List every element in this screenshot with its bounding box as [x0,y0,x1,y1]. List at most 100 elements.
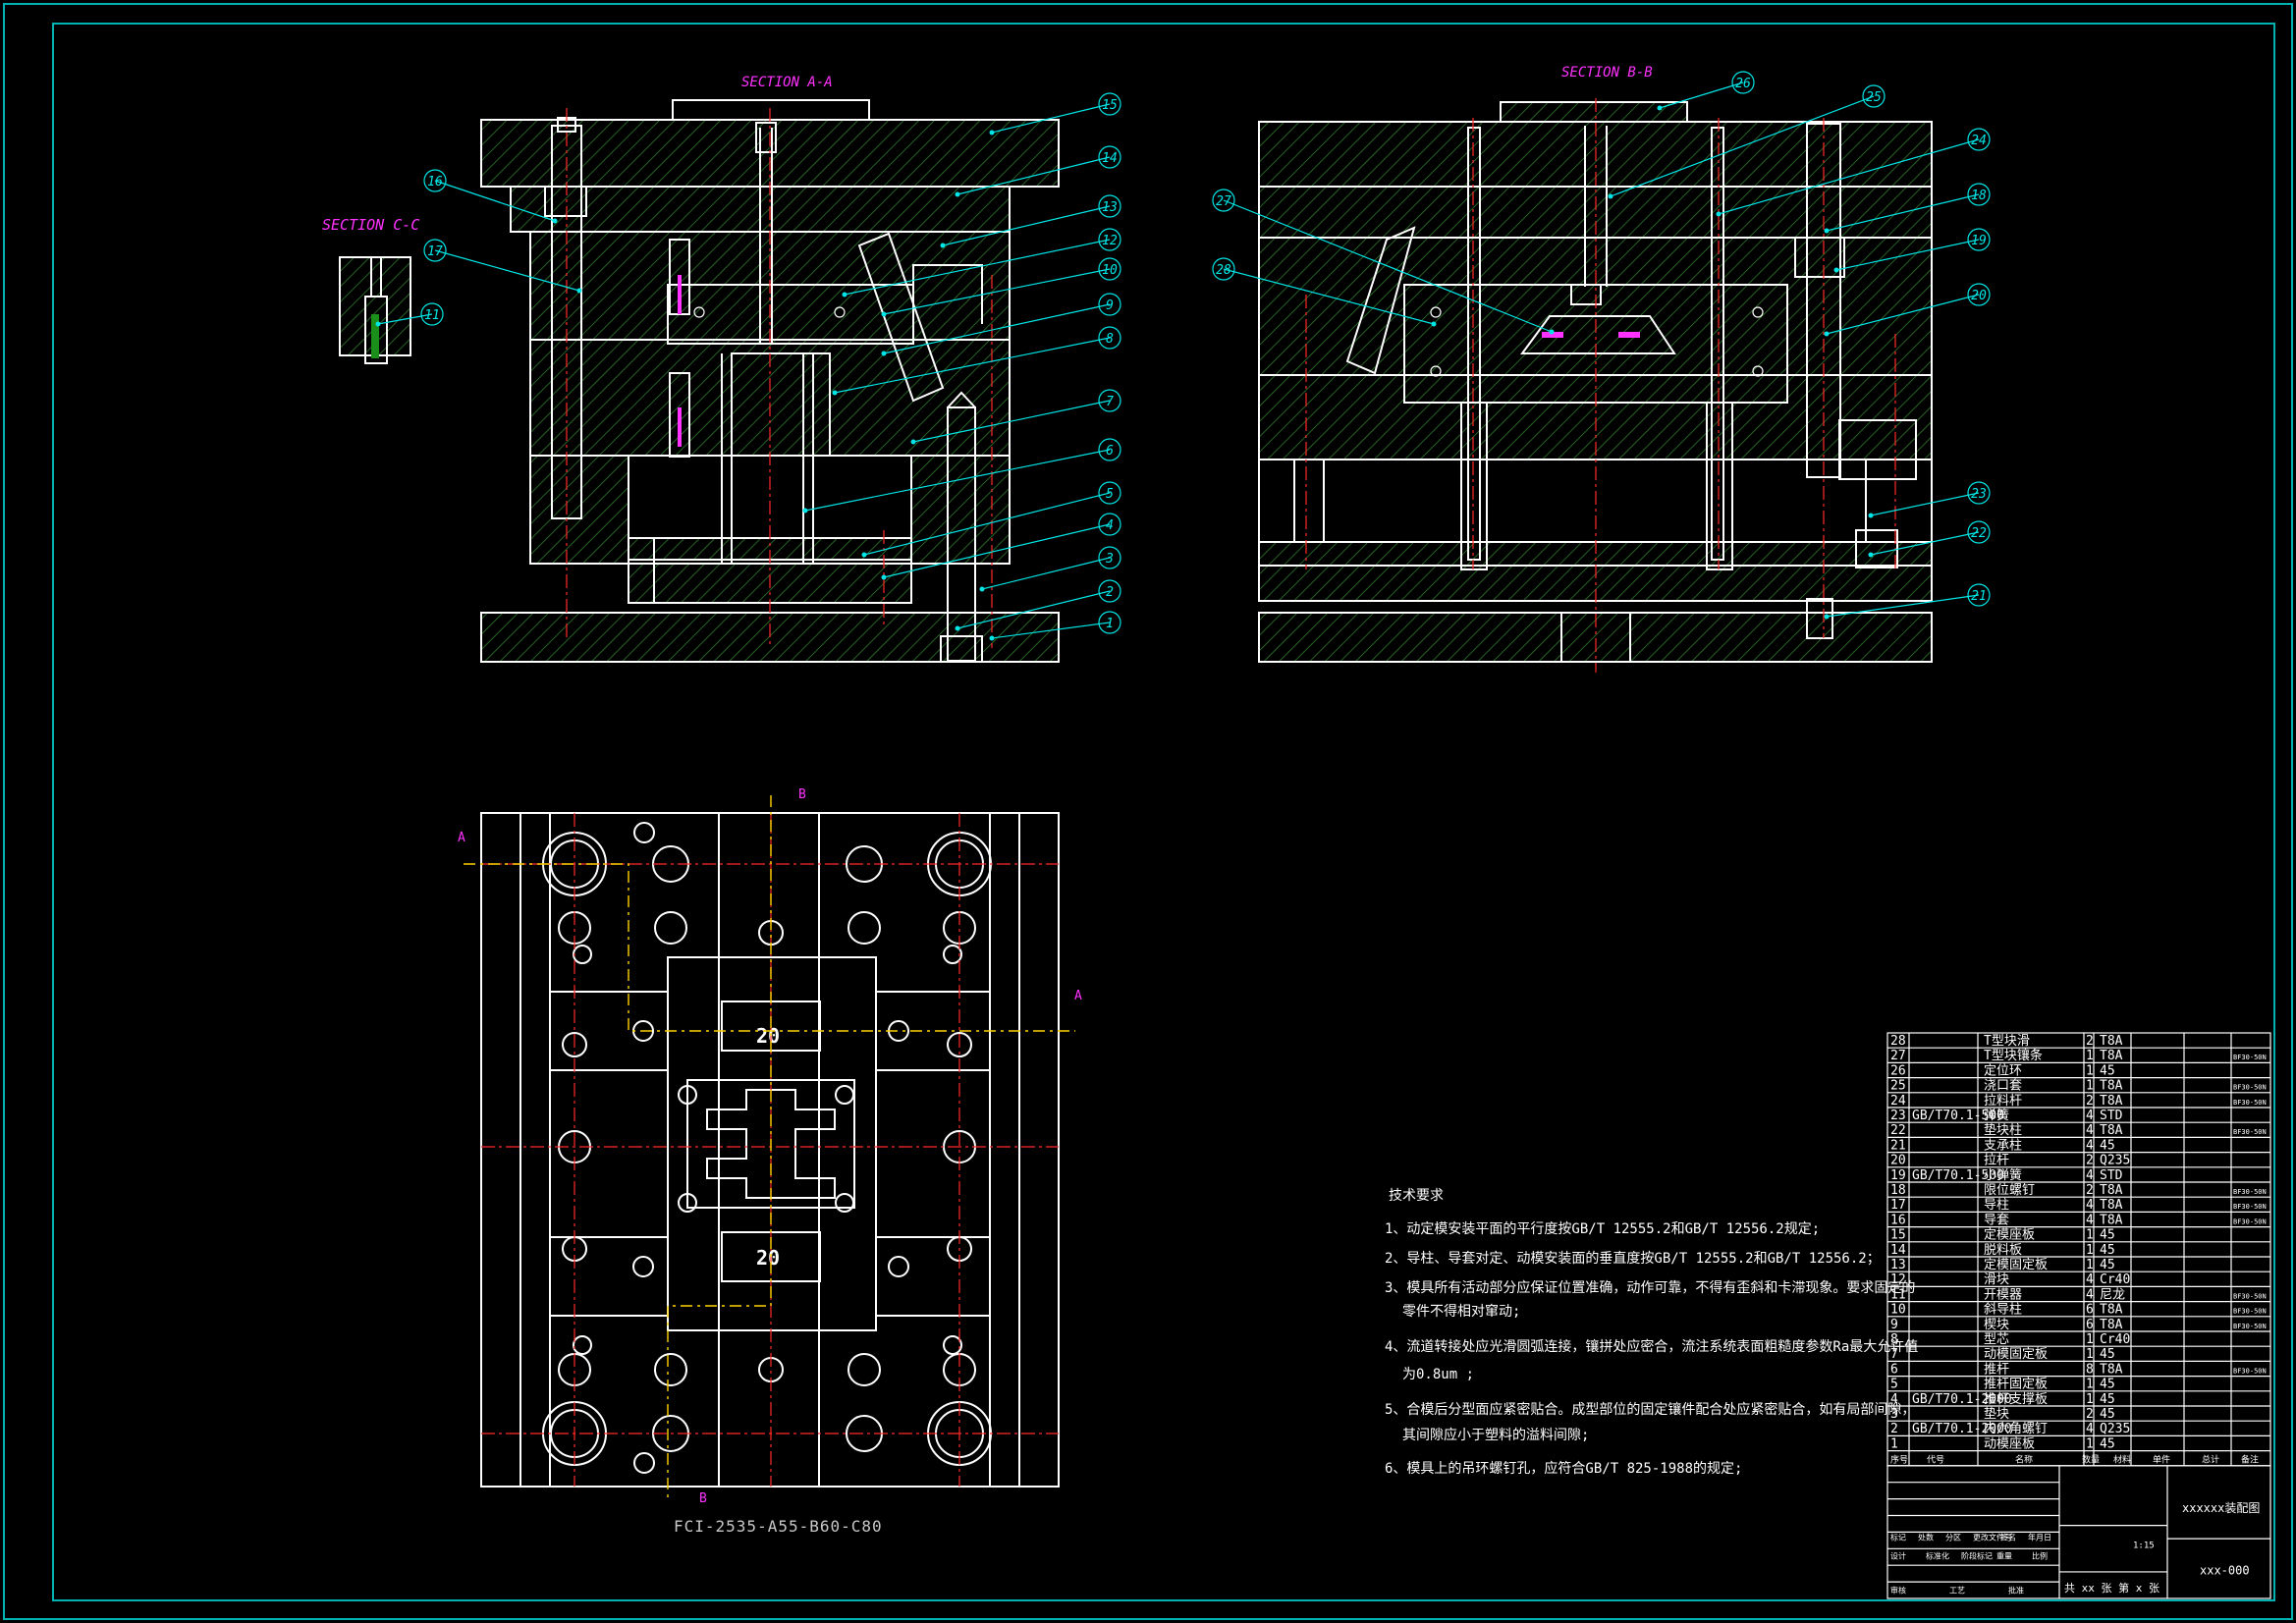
bom-cell-no: 10 [1890,1303,1906,1318]
callout-4: 4 [881,513,1121,580]
bom-cell-qty: 1 [2086,1347,2094,1362]
callout-circle-2 [1098,579,1121,603]
bom-cell-material: STD [2100,1109,2123,1123]
bom-cell-material: 45 [2100,1436,2115,1451]
bom-cell-qty: 4 [2086,1198,2094,1213]
titleblock-tag-0: 标记 [1890,1533,1906,1542]
bom-cell-remark: BF30-50N [2233,1323,2267,1330]
bom-cell-material: T8A [2100,1303,2123,1318]
titleblock-tag2-3: 重量 [1996,1550,2012,1560]
notes-title: 技术要求 [1389,1188,1444,1204]
note-line-8: 其间隙应小于塑料的溢料间隙; [1402,1427,1589,1443]
callout-leader-10 [883,268,1111,315]
bom-cell-name: 定模固定板 [1984,1258,2048,1272]
bom-header-1: 代号 [1927,1455,1944,1466]
callout-circle-21 [1967,583,1991,607]
bom-cell-no: 19 [1890,1168,1906,1183]
callout-number-22: 22 [1971,526,1987,541]
bom-cell-no: 1 [1890,1436,1898,1451]
bom-cell-name: 拉料杆 [1984,1094,2022,1109]
callout-3: 3 [979,546,1121,592]
bom-cell-no: 23 [1890,1109,1906,1123]
bom-cell-qty: 1 [2086,1332,2094,1347]
callout-leader-25 [1610,95,1875,197]
callout-dot-15 [989,130,995,135]
callout-dot-16 [552,218,558,224]
callout-number-21: 21 [1971,589,1987,604]
callout-leader-9 [883,303,1111,354]
bom-cell-no: 9 [1890,1318,1898,1332]
titleblock-tag-3: 更改文件号 [1973,1533,2012,1542]
bom-cell-qty: 8 [2086,1362,2094,1377]
callout-11: 11 [375,302,444,327]
bom-cell-remark: BF30-50N [2233,1188,2267,1196]
callout-number-27: 27 [1216,194,1231,209]
bom-cell-remark: BF30-50N [2233,1084,2267,1092]
bom-cell-material: T8A [2100,1213,2123,1227]
bom-cell-remark: BF30-50N [2233,1054,2267,1061]
bom-cell-qty: 2 [2086,1407,2094,1422]
bom-cell-name: 楔块 [1984,1318,2009,1332]
callout-circle-6 [1098,438,1121,461]
bom-cell-qty: 4 [2086,1123,2094,1138]
titleblock-tag-4: 签名 [2000,1533,2016,1542]
callout-dot-9 [881,351,887,356]
bom-cell-no: 2 [1890,1422,1898,1436]
bom-cell-material: T8A [2100,1094,2123,1109]
plan-mark-bottom: 20 [756,1246,780,1270]
bom-cell-qty: 6 [2086,1303,2094,1318]
bom-cell-name: 推杆固定板 [1984,1378,2048,1392]
callout-leader-18 [1826,193,1980,232]
bom-cell-material: 45 [2100,1243,2115,1258]
bom-cell-remark: BF30-50N [2233,1217,2267,1225]
section-cc-label: SECTION C-C [322,216,419,234]
bom-cell-no: 14 [1890,1243,1906,1258]
callout-circle-7 [1098,389,1121,412]
callout-number-18: 18 [1971,189,1987,203]
callout-circle-9 [1098,293,1121,316]
callout-circle-10 [1098,257,1121,281]
callout-17: 17 [423,239,582,294]
note-line-7: 5、合模后分型面应紧密贴合。成型部位的固定镶件配合处应紧密贴合，如有局部间隙， [1385,1401,1915,1418]
bom-cell-name: 导套 [1984,1212,2009,1227]
bom-cell-material: 45 [2100,1392,2115,1407]
callout-dot-20 [1824,331,1830,337]
callout-number-23: 23 [1971,487,1987,502]
callout-dot-25 [1608,193,1613,199]
callout-dot-10 [881,311,887,317]
bom-cell-no: 7 [1890,1347,1898,1362]
bom-cell-name: 支承柱 [1984,1138,2022,1153]
callout-leader-23 [1870,492,1980,516]
bom-cell-remark: BF30-50N [2233,1308,2267,1316]
drawing-number: xxx-000 [2200,1564,2250,1578]
callout-dot-26 [1657,105,1663,111]
cut-mark-b-bottom: B [699,1491,707,1506]
bom-cell-material: STD [2100,1168,2123,1183]
callout-12: 12 [842,228,1121,298]
bom-cell-no: 18 [1890,1183,1906,1198]
titleblock-tag-1: 处数 [1918,1533,1934,1542]
callout-leader-5 [863,492,1111,556]
bom-cell-material: 45 [2100,1258,2115,1272]
callout-leader-22 [1870,531,1980,556]
bom-cell-no: 3 [1890,1407,1898,1422]
bom-cell-name: 导柱 [1984,1198,2009,1213]
callout-18: 18 [1824,183,1991,234]
callout-leader-12 [844,239,1111,296]
titleblock-tag-2: 分区 [1945,1534,1961,1542]
callout-leader-7 [912,400,1111,443]
note-line-9: 6、模具上的吊环螺钉孔，应符合GB/T 825-1988的规定; [1385,1460,1742,1477]
bom-cell-remark: BF30-50N [2233,1367,2267,1375]
titleblock-tag-5: 年月日 [2028,1533,2051,1542]
callout-leader-3 [981,557,1111,590]
bom-cell-name: 推杆支撑板 [1984,1392,2048,1407]
